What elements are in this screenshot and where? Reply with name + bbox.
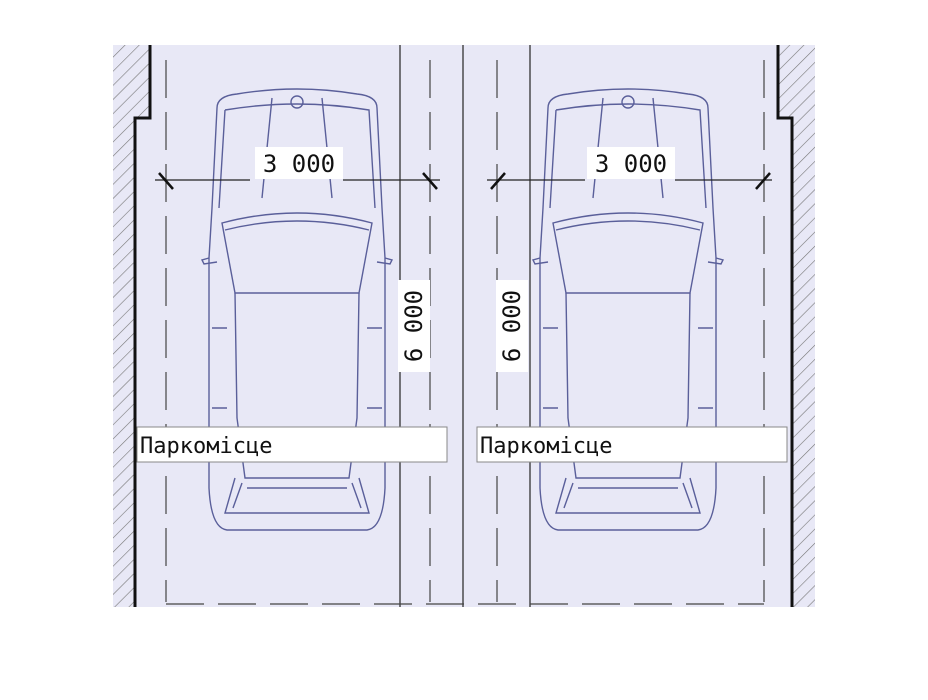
length-dimension-text: 6 000 <box>400 290 428 362</box>
width-dimension-text: 3 000 <box>263 150 335 178</box>
left-wall <box>113 45 152 607</box>
space-label-right: Паркомісце <box>476 426 788 463</box>
width-dimension-text: 3 000 <box>595 150 667 178</box>
space-label-text: Паркомісце <box>140 434 272 459</box>
length-dimension-text: 6 000 <box>498 290 526 362</box>
width-dimension-left: 3 000 <box>155 147 440 190</box>
right-wall <box>776 45 815 607</box>
width-dimension-right: 3 000 <box>487 147 772 190</box>
space-label-text: Паркомісце <box>480 434 612 459</box>
length-dimension-right: 6 000 <box>496 280 528 372</box>
length-dimension-left: 6 000 <box>398 280 430 372</box>
space-label-left: Паркомісце <box>136 426 448 463</box>
